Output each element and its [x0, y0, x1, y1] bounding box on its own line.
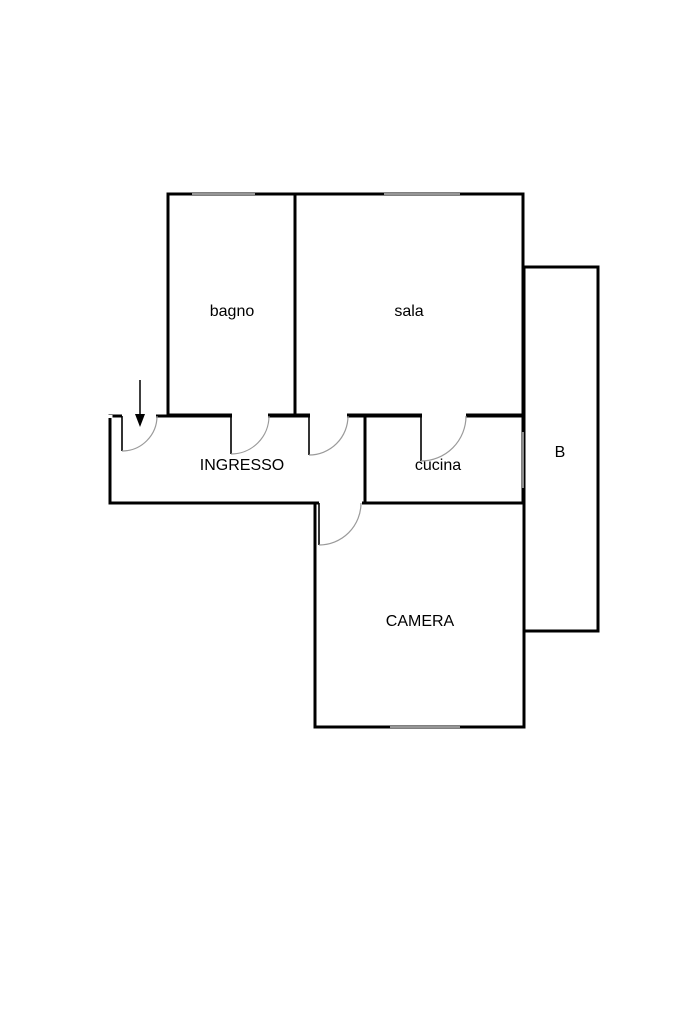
sala-label: sala — [394, 303, 423, 320]
camera-label: CAMERA — [386, 613, 455, 630]
bagno-label: bagno — [210, 303, 255, 320]
windows — [192, 193, 524, 728]
cucina-label: cucina — [415, 457, 461, 474]
ingresso-label: INGRESSO — [200, 457, 284, 474]
balcone-label: B — [555, 444, 566, 461]
sala-door — [308, 415, 349, 456]
entrance-arrow-icon — [135, 380, 145, 427]
cucina-door — [420, 415, 467, 462]
door-gaps — [107, 413, 466, 506]
camera-door — [318, 502, 362, 546]
walls — [108, 192, 600, 729]
doors — [121, 415, 467, 546]
bagno-door — [230, 415, 270, 455]
entrance-door — [121, 415, 158, 452]
